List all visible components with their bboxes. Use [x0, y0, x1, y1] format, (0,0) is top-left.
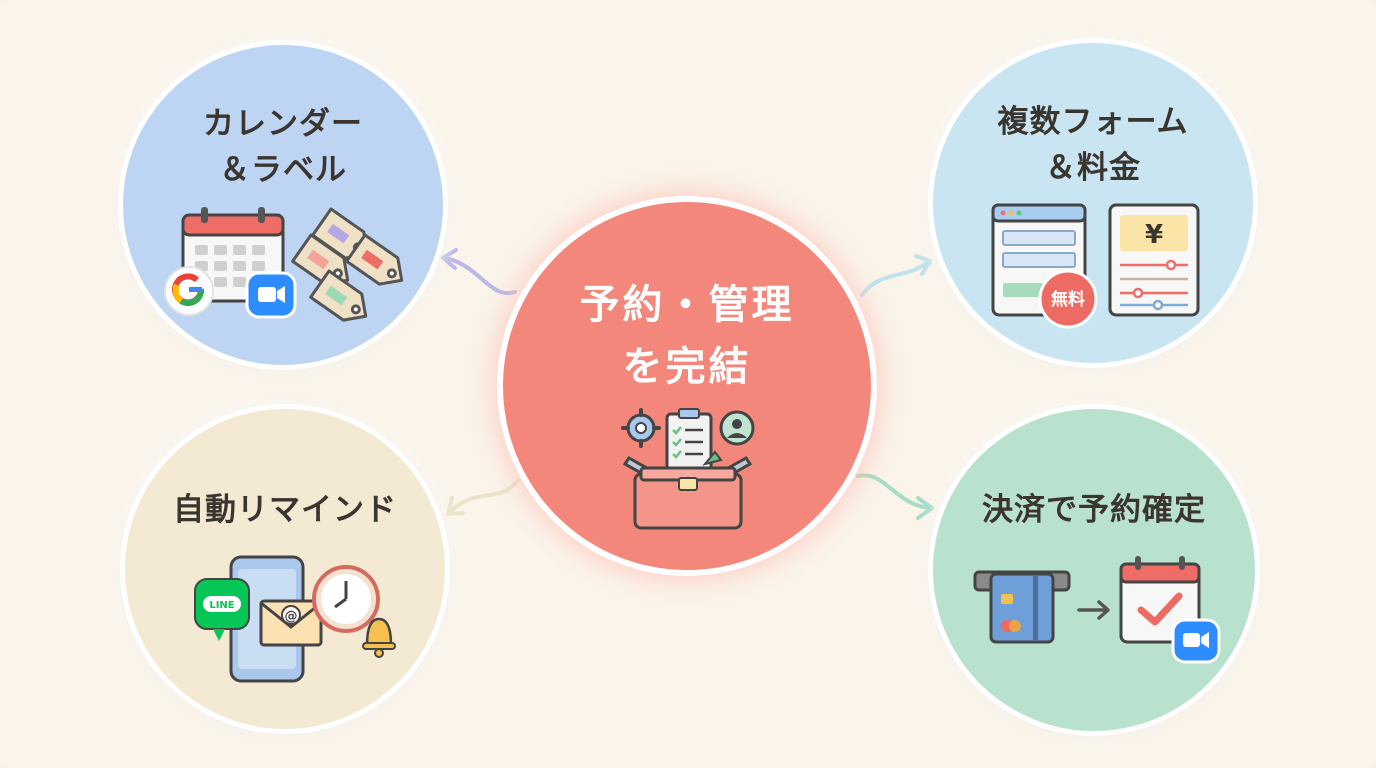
price-sheet-icon: ¥: [1108, 203, 1200, 317]
core-feature-booking-management: 予約・管理 を完結: [497, 196, 877, 576]
toolbox-body: [633, 450, 743, 530]
arrow-to-calendar: [443, 256, 517, 296]
tag-icon: [291, 207, 404, 322]
clipboard-icon: [665, 408, 713, 474]
feature-calendar-title: カレンダー ＆ラベル: [203, 106, 363, 188]
feature-payment-confirmation: 決済で予約確定: [928, 404, 1260, 736]
center-title: 予約・管理 を完結: [579, 282, 795, 390]
clock-icon: [312, 565, 380, 633]
arrow-to-forms: [860, 260, 930, 297]
arrowhead-payment: [916, 496, 934, 520]
google-icon: [164, 266, 214, 316]
gear-icon: [621, 408, 661, 448]
feature-payment-title: 決済で予約確定: [982, 492, 1206, 528]
free-badge-label: 無料: [1051, 289, 1085, 310]
zoom-icon: [1171, 618, 1221, 664]
feature-forms-title: 複数フォーム ＆料金: [997, 104, 1189, 186]
arrow-to-payment: [856, 473, 932, 510]
arrow-to-remind: [448, 478, 520, 514]
arrowhead-remind: [446, 496, 465, 516]
arrowhead-forms: [914, 254, 932, 276]
user-avatar-icon: [719, 410, 755, 446]
zoom-icon: [245, 271, 297, 319]
payment-art: [973, 556, 1221, 664]
arrowhead-calendar: [441, 248, 458, 270]
line-chat-label: LINE: [209, 600, 234, 611]
svg-text:@: @: [285, 609, 298, 624]
feature-forms-pricing: 複数フォーム ＆料金 無料 ¥: [928, 38, 1258, 368]
feature-calendar-label: カレンダー ＆ラベル: [118, 40, 448, 370]
forms-art: 無料 ¥: [991, 203, 1200, 329]
calendar-art: [164, 207, 404, 322]
reminder-art: LINE @: [194, 555, 396, 683]
card-reader-icon: [973, 570, 1071, 644]
feature-remind-title: 自動リマインド: [173, 492, 397, 528]
feature-auto-reminder: 自動リマインド LINE @: [120, 404, 450, 734]
arrow-right-icon: [1077, 600, 1110, 620]
line-icon: LINE: [194, 578, 250, 641]
free-badge: 無料: [1038, 269, 1098, 329]
bell-icon: [362, 617, 396, 658]
price-symbol: ¥: [1145, 220, 1163, 250]
mail-icon: @: [259, 599, 323, 647]
toolbox-icon: [621, 408, 755, 530]
